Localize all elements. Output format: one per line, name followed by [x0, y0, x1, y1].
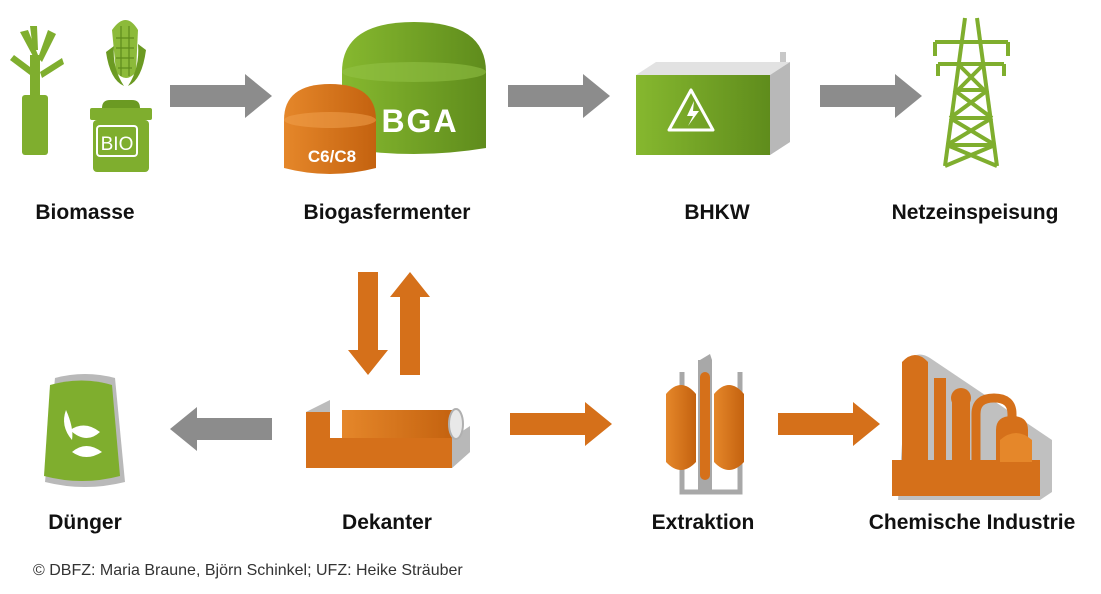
image-credit: © DBFZ: Maria Braune, Björn Schinkel; UF… [33, 562, 463, 579]
decanter-icon [306, 400, 470, 468]
node-label-duenger: Dünger [48, 511, 122, 534]
chemical-plant-icon [892, 354, 1052, 500]
fermenter-tank-large: BGA [342, 22, 486, 154]
arrow-biomasse-to-fermenter [170, 74, 272, 118]
node-label-netzeinspeisung: Netzeinspeisung [891, 201, 1059, 224]
lightning-icon [687, 101, 699, 126]
extraction-column-icon [666, 354, 744, 495]
node-label-extraktion: Extraktion [651, 511, 755, 534]
corn-icon [106, 20, 146, 86]
node-label-dekanter: Dekanter [342, 511, 432, 534]
bio-bin-label: BIO [101, 134, 134, 155]
arrow-dekanter-to-fermenter [390, 272, 430, 375]
arrow-fermenter-to-bhkw [508, 74, 610, 118]
fermenter-tank-small: C6/C8 [284, 84, 376, 174]
fertilizer-sack-icon [44, 374, 125, 487]
node-label-biogasfermenter: Biogasfermenter [303, 201, 471, 224]
biomass-icon: BIO [10, 20, 152, 172]
node-label-biomasse: Biomasse [35, 201, 135, 224]
warning-triangle-icon [667, 88, 715, 132]
power-pylon-icon [933, 17, 1010, 168]
sugarcane-icon [10, 26, 64, 155]
arrow-dekanter-to-duenger [170, 407, 272, 451]
bio-bin-icon: BIO [90, 100, 152, 172]
arrow-fermenter-to-dekanter [348, 272, 388, 375]
node-label-chemische-industrie: Chemische Industrie [868, 511, 1076, 534]
tank-small-label: C6/C8 [308, 147, 356, 166]
arrow-extraktion-to-industrie [778, 402, 880, 446]
arrow-dekanter-to-extraktion [510, 402, 612, 446]
bhkw-icon [636, 52, 790, 155]
node-label-bhkw: BHKW [684, 201, 750, 224]
arrow-bhkw-to-grid [820, 74, 922, 118]
tank-large-label: BGA [381, 103, 458, 139]
